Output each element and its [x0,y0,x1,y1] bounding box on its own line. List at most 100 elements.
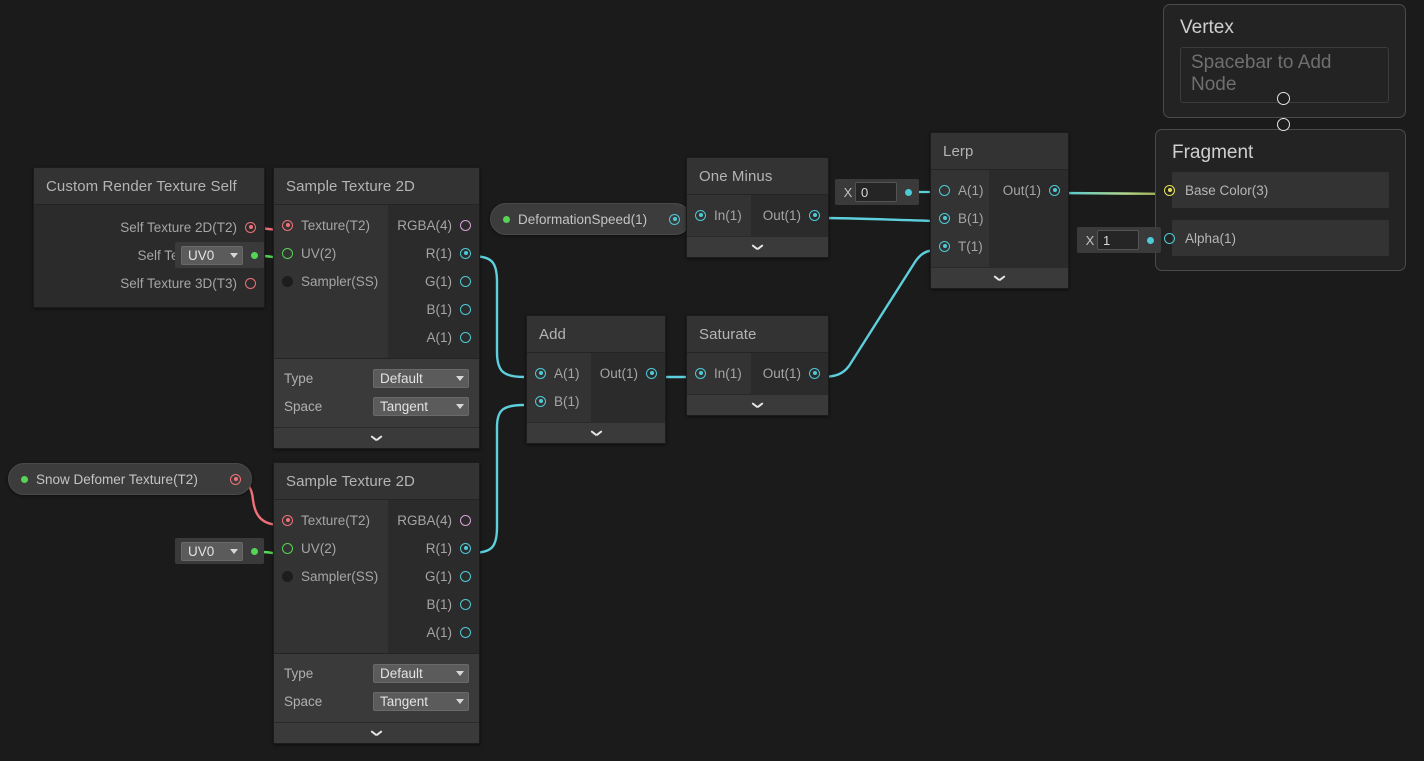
port-dot-icon[interactable] [282,275,293,287]
collapse-toggle[interactable] [687,236,828,257]
port-dot-icon[interactable] [282,247,293,259]
property-deformation-speed[interactable]: DeformationSpeed(1) [490,203,691,235]
collapse-toggle[interactable] [687,394,828,415]
value-output-dot-icon[interactable] [905,188,912,196]
uv-dropdown-top[interactable]: UV0 [181,245,243,265]
setting-type[interactable]: Type Default [284,366,469,390]
node-one-minus[interactable]: One Minus In(1) Out(1) [686,157,829,258]
uv-dropdown-bottom[interactable]: UV0 [181,541,243,561]
node-custom-render-texture-self[interactable]: Custom Render Texture Self Self Texture … [33,167,265,308]
collapse-toggle[interactable] [274,722,479,743]
port-dot-icon[interactable] [460,514,471,526]
port-self-texture-2d[interactable]: Self Texture 2D(T2) [34,213,264,241]
block-alpha[interactable]: Alpha(1) [1164,220,1389,256]
port-b[interactable]: B(1) [931,204,989,232]
collapse-toggle[interactable] [931,267,1068,288]
port-dot-icon[interactable] [460,331,471,343]
port-b[interactable]: B(1) [388,295,479,323]
port-a[interactable]: A(1) [527,359,591,387]
port-dot-icon[interactable] [809,209,820,221]
port-dot-icon[interactable] [695,367,706,379]
port-dot-icon[interactable] [282,514,293,526]
lerp-a-value-input[interactable]: 0 [855,182,897,202]
master-node-fragment[interactable]: Fragment Base Color(3) Alpha(1) [1155,129,1406,271]
port-dot-icon[interactable] [245,277,256,289]
port-dot-icon[interactable] [460,303,471,315]
type-dropdown[interactable]: Default [373,368,469,388]
master-node-vertex[interactable]: Vertex Spacebar to Add Node [1163,4,1406,118]
port-dot-icon[interactable] [939,184,950,196]
port-out[interactable]: Out(1) [751,201,828,229]
port-dot-icon[interactable] [939,212,950,224]
port-g[interactable]: G(1) [388,562,479,590]
port-out[interactable]: Out(1) [989,176,1068,204]
collapse-toggle[interactable] [527,422,665,443]
port-r[interactable]: R(1) [388,534,479,562]
port-dot-icon[interactable] [460,598,471,610]
uv-output-dot-icon[interactable] [251,547,258,555]
port-dot-icon[interactable] [646,367,657,379]
port-dot-icon[interactable] [460,626,471,638]
setting-space[interactable]: Space Tangent [284,689,469,713]
port-dot-icon[interactable] [1164,184,1175,196]
port-uv[interactable]: UV(2) [274,534,388,562]
port-r[interactable]: R(1) [388,239,479,267]
port-g[interactable]: G(1) [388,267,479,295]
port-dot-icon[interactable] [245,221,256,233]
node-lerp[interactable]: Lerp A(1) B(1) T(1) Out(1) [930,132,1069,289]
stack-link-dot-top[interactable] [1277,92,1290,105]
port-dot-icon[interactable] [282,570,293,582]
port-b[interactable]: B(1) [527,387,591,415]
uv-dropdown-top-chip[interactable]: UV0 [175,242,264,268]
port-dot-icon[interactable] [695,209,706,221]
port-dot-icon[interactable] [460,247,471,259]
port-dot-icon[interactable] [535,367,546,379]
property-output-dot-icon[interactable] [669,213,680,225]
port-texture[interactable]: Texture(T2) [274,211,388,239]
fragment-alpha-value-chip[interactable]: X 1 [1077,227,1161,253]
port-dot-icon[interactable] [282,542,293,554]
value-output-dot-icon[interactable] [1147,236,1154,244]
space-dropdown[interactable]: Tangent [373,691,469,711]
block-base-color[interactable]: Base Color(3) [1164,172,1389,208]
lerp-a-value-chip[interactable]: X 0 [835,179,919,205]
port-in[interactable]: In(1) [687,359,751,387]
space-dropdown[interactable]: Tangent [373,396,469,416]
port-a[interactable]: A(1) [931,176,989,204]
setting-space[interactable]: Space Tangent [284,394,469,418]
uv-output-dot-icon[interactable] [251,251,258,259]
port-dot-icon[interactable] [460,542,471,554]
port-out[interactable]: Out(1) [591,359,665,387]
property-snow-deformer-texture[interactable]: Snow Defomer Texture(T2) [8,463,252,495]
type-dropdown[interactable]: Default [373,663,469,683]
node-sample-texture-2d-bottom[interactable]: Sample Texture 2D Texture(T2) UV(2) Samp… [273,462,480,744]
port-texture[interactable]: Texture(T2) [274,506,388,534]
setting-type[interactable]: Type Default [284,661,469,685]
port-self-texture-3d[interactable]: Self Texture 3D(T3) [34,269,264,297]
port-dot-icon[interactable] [1049,184,1060,196]
port-dot-icon[interactable] [460,219,471,231]
port-dot-icon[interactable] [460,275,471,287]
port-dot-icon[interactable] [535,395,546,407]
port-uv[interactable]: UV(2) [274,239,388,267]
port-dot-icon[interactable] [939,240,950,252]
port-dot-icon[interactable] [460,570,471,582]
port-rgba[interactable]: RGBA(4) [388,506,479,534]
port-out[interactable]: Out(1) [751,359,828,387]
property-output-dot-icon[interactable] [230,473,241,485]
port-dot-icon[interactable] [809,367,820,379]
port-rgba[interactable]: RGBA(4) [388,211,479,239]
stack-link-dot-bottom[interactable] [1277,118,1290,131]
node-saturate[interactable]: Saturate In(1) Out(1) [686,315,829,416]
port-t[interactable]: T(1) [931,232,989,260]
node-add[interactable]: Add A(1) B(1) Out(1) [526,315,666,444]
port-in[interactable]: In(1) [687,201,751,229]
port-a[interactable]: A(1) [388,618,479,646]
node-sample-texture-2d-top[interactable]: Sample Texture 2D Texture(T2) UV(2) Samp… [273,167,480,449]
port-dot-icon[interactable] [1164,232,1175,244]
fragment-alpha-value-input[interactable]: 1 [1097,230,1139,250]
port-dot-icon[interactable] [282,219,293,231]
port-sampler[interactable]: Sampler(SS) [274,267,388,295]
port-a[interactable]: A(1) [388,323,479,351]
